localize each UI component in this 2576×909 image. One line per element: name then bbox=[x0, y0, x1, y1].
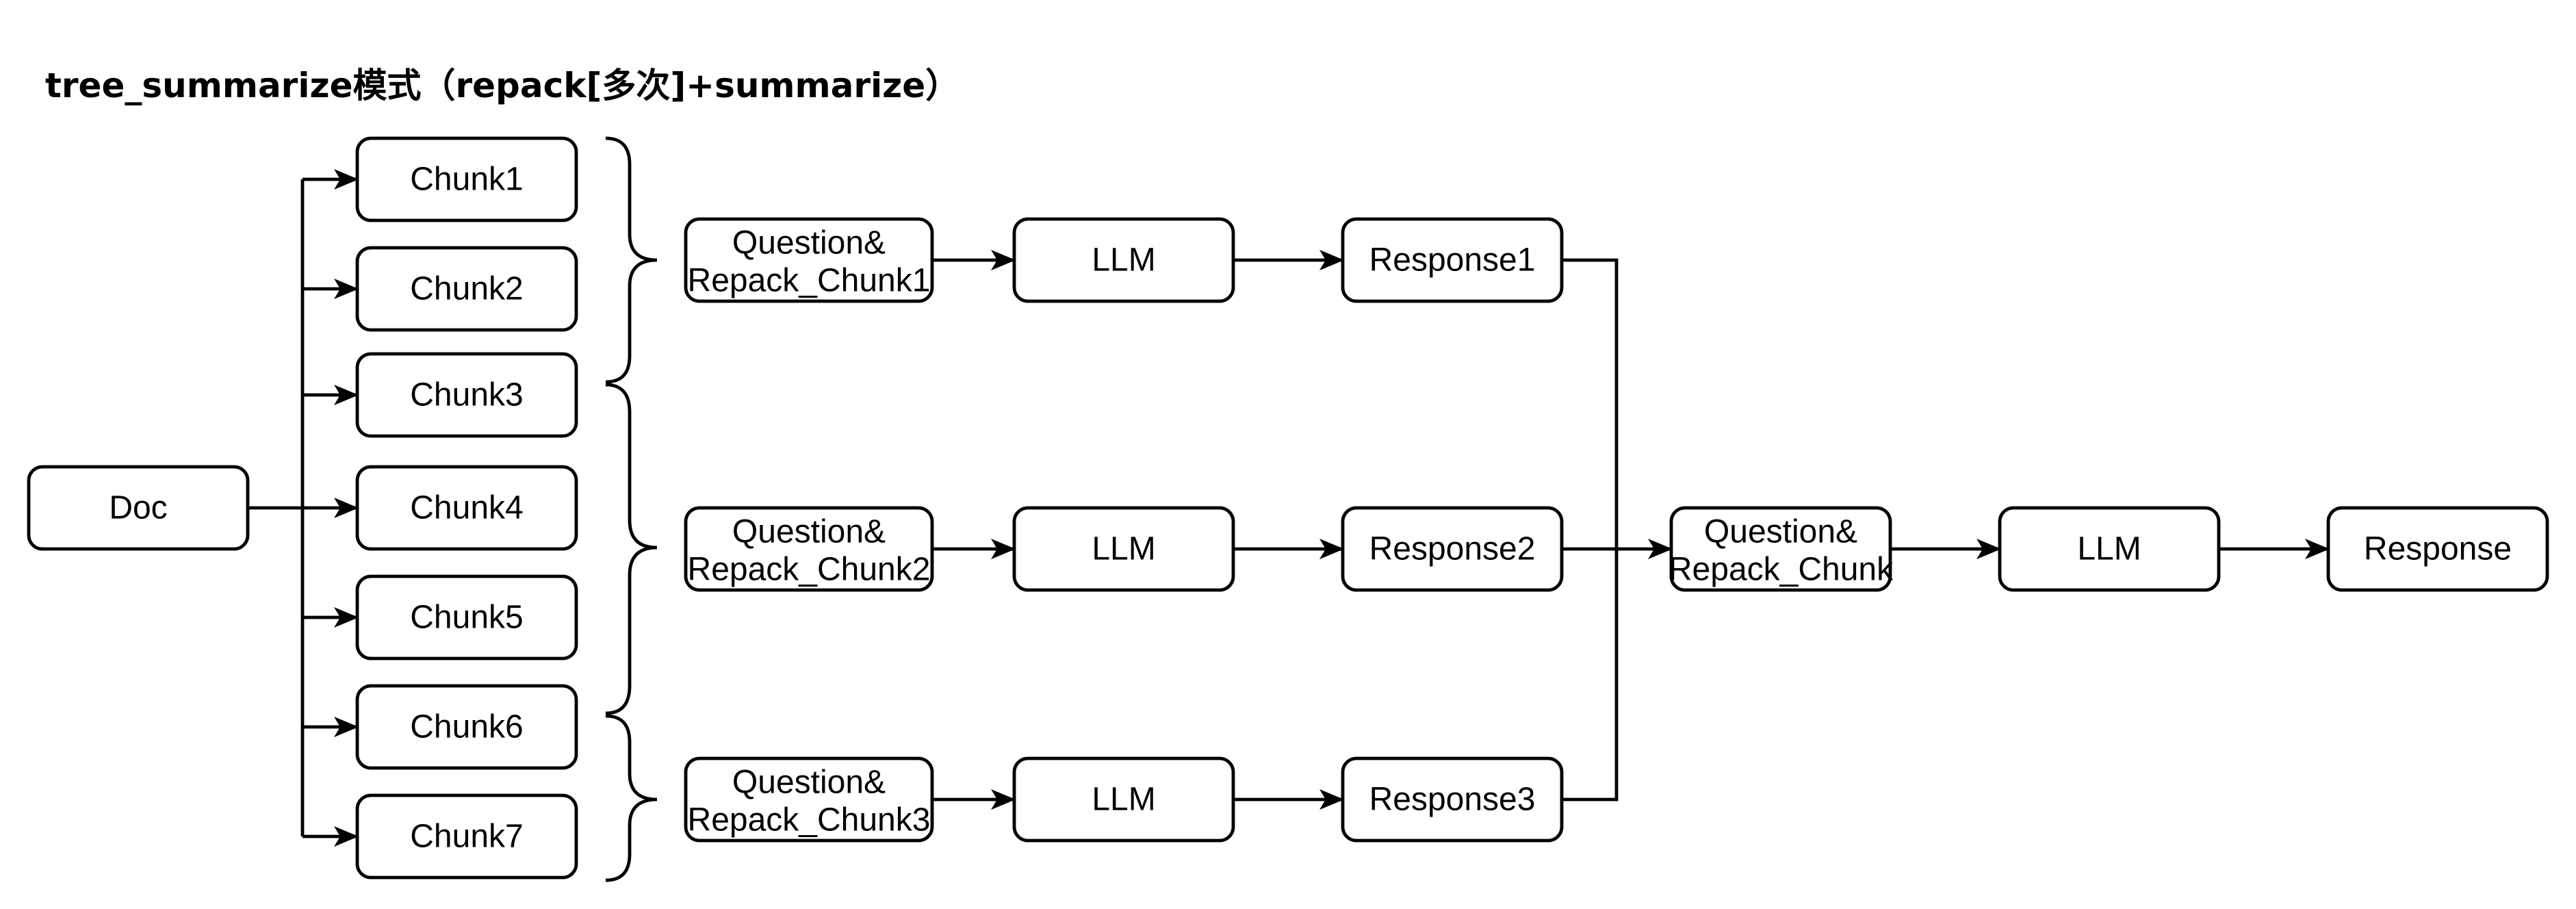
chunk-group-braces bbox=[605, 136, 658, 882]
llm1-label: LLM bbox=[1092, 242, 1155, 279]
chunk2-label: Chunk2 bbox=[410, 271, 523, 307]
repack-chunk1-node: Question& Repack_Chunk1 bbox=[684, 217, 934, 303]
row-edges bbox=[932, 250, 1344, 810]
chunk5-node: Chunk5 bbox=[355, 574, 578, 661]
repack-chunk3-line1: Question& bbox=[732, 765, 886, 801]
llm-stage1-nodes: LLM LLM LLM bbox=[1012, 217, 1235, 843]
llm3-node: LLM bbox=[1012, 756, 1235, 843]
repack-chunk1-line1: Question& bbox=[732, 225, 886, 261]
llm2-node: LLM bbox=[1012, 506, 1235, 592]
chunk-nodes: Chunk1 Chunk2 Chunk3 Chunk4 Chunk5 Chunk… bbox=[355, 136, 578, 880]
llm3-label: LLM bbox=[1092, 782, 1155, 818]
response2-label: Response2 bbox=[1369, 531, 1536, 567]
final-llm-node: LLM bbox=[1998, 506, 2221, 592]
response2-node: Response2 bbox=[1341, 506, 1564, 592]
response1-label: Response1 bbox=[1369, 242, 1536, 279]
brace-group-2 bbox=[605, 383, 658, 715]
repack-chunk2-line2: Repack_Chunk2 bbox=[688, 552, 931, 588]
repack-chunk3-line2: Repack_Chunk3 bbox=[688, 802, 931, 838]
response1-node: Response1 bbox=[1341, 217, 1564, 303]
chunk6-node: Chunk6 bbox=[355, 684, 578, 770]
merge-edges bbox=[1562, 258, 1673, 802]
final-response-node: Response bbox=[2326, 506, 2549, 592]
final-repack-line2: Repack_Chunk bbox=[1669, 552, 1894, 588]
repack-chunk2-line1: Question& bbox=[732, 514, 886, 550]
llm1-node: LLM bbox=[1012, 217, 1235, 303]
chunk1-label: Chunk1 bbox=[410, 162, 523, 198]
chunk7-node: Chunk7 bbox=[355, 793, 578, 880]
repack-nodes: Question& Repack_Chunk1 Question& Repack… bbox=[684, 217, 934, 843]
chunk5-label: Chunk5 bbox=[410, 600, 523, 636]
doc-to-chunks-edges bbox=[248, 169, 359, 847]
edge-responses-merge bbox=[1562, 258, 1619, 802]
diagram-title: tree_summarize模式（repack[多次]+summarize） bbox=[45, 66, 959, 105]
final-repack-node: Question& Repack_Chunk bbox=[1669, 506, 1894, 592]
response-nodes: Response1 Response2 Response3 bbox=[1341, 217, 1564, 843]
doc-node: Doc bbox=[27, 465, 250, 551]
repack-chunk1-line2: Repack_Chunk1 bbox=[688, 263, 931, 299]
chunk3-node: Chunk3 bbox=[355, 352, 578, 438]
doc-label: Doc bbox=[109, 490, 167, 526]
repack-chunk2-node: Question& Repack_Chunk2 bbox=[684, 506, 934, 592]
final-response-label: Response bbox=[2364, 531, 2512, 567]
response3-node: Response3 bbox=[1341, 756, 1564, 843]
brace-group-3 bbox=[605, 714, 658, 882]
repack-chunk3-node: Question& Repack_Chunk3 bbox=[684, 756, 934, 843]
chunk6-label: Chunk6 bbox=[410, 709, 523, 745]
chunk3-label: Chunk3 bbox=[410, 377, 523, 413]
response3-label: Response3 bbox=[1369, 782, 1536, 818]
final-llm-label: LLM bbox=[2077, 531, 2141, 567]
final-repack-line1: Question& bbox=[1704, 514, 1857, 550]
chunk7-label: Chunk7 bbox=[410, 819, 523, 855]
chunk1-node: Chunk1 bbox=[355, 136, 578, 222]
chunk4-node: Chunk4 bbox=[355, 465, 578, 551]
chunk2-node: Chunk2 bbox=[355, 246, 578, 332]
llm2-label: LLM bbox=[1092, 531, 1155, 567]
chunk4-label: Chunk4 bbox=[410, 490, 523, 526]
brace-group-1 bbox=[605, 136, 658, 384]
